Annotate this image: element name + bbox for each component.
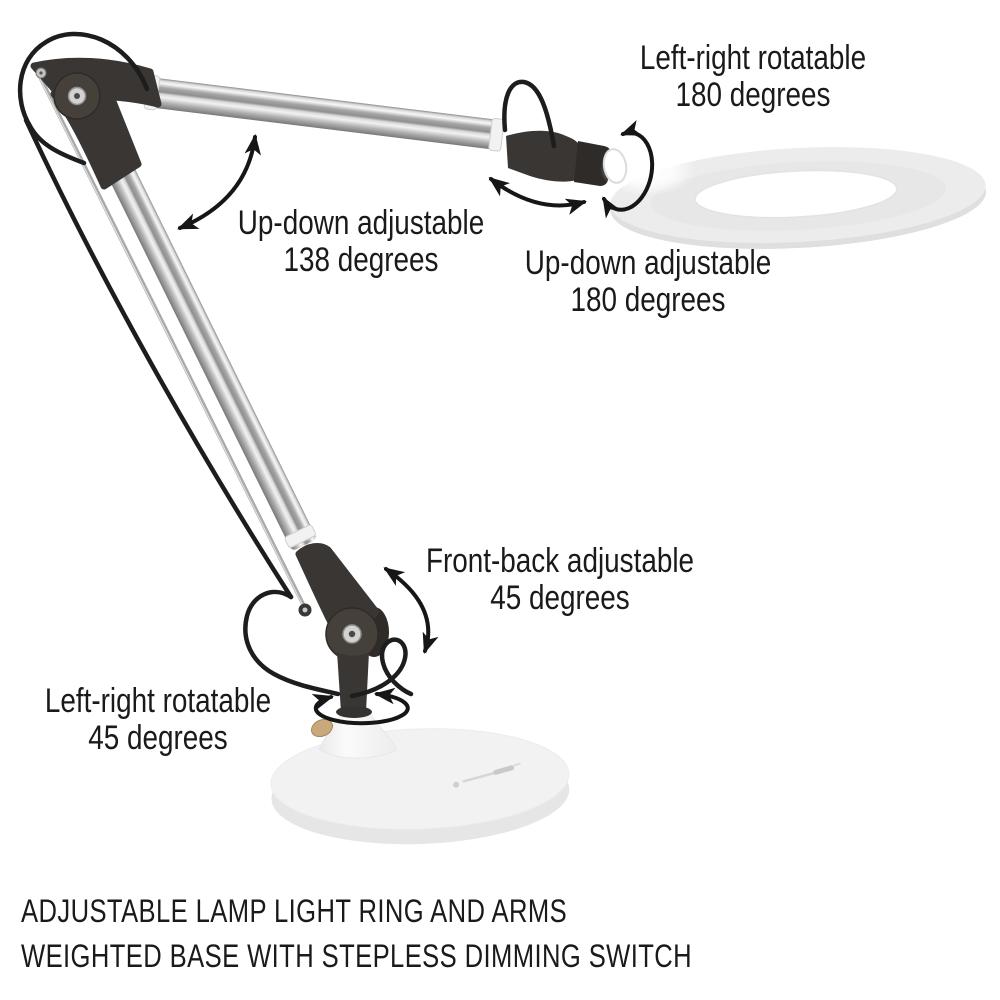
annotation-elbow-updown: Up-down adjustable 138 degrees bbox=[222, 205, 501, 279]
caption-line-2: WEIGHTED BASE WITH STEPLESS DIMMING SWIT… bbox=[21, 938, 693, 974]
annotation-line: 45 degrees bbox=[490, 579, 630, 617]
annotation-front-back: Front-back adjustable 45 degrees bbox=[421, 543, 700, 617]
base-rotation-45-arrow-icon bbox=[311, 687, 410, 726]
caption-line-1: ADJUSTABLE LAMP LIGHT RING AND ARMS bbox=[21, 893, 568, 929]
top-joint-screw-slot bbox=[74, 93, 80, 99]
head-rotation-180-arrow-icon bbox=[602, 120, 655, 219]
annotation-line: 45 degrees bbox=[88, 719, 228, 757]
dimming-switch[interactable] bbox=[452, 762, 521, 788]
annotation-line: Left-right rotatable bbox=[44, 682, 272, 720]
power-dot-icon[interactable] bbox=[453, 781, 460, 788]
annotation-base-rotation: Left-right rotatable 45 degrees bbox=[19, 683, 298, 757]
stem bbox=[337, 652, 369, 712]
annotation-line: Up-down adjustable bbox=[237, 204, 485, 242]
head-neck bbox=[506, 130, 583, 182]
tension-rod-highlight bbox=[37, 75, 307, 612]
annotation-line: 138 degrees bbox=[283, 241, 439, 279]
lamp-head-connector[interactable] bbox=[506, 130, 696, 196]
top-elbow-joint[interactable] bbox=[30, 57, 162, 190]
annotation-line: Left-right rotatable bbox=[639, 39, 867, 77]
annotation-arrows bbox=[177, 120, 655, 726]
light-ring bbox=[610, 147, 987, 249]
head-updown-180-arrow-icon bbox=[488, 177, 588, 215]
dimmer-end-mark bbox=[513, 762, 521, 767]
beak-screw-slot bbox=[39, 71, 43, 75]
tension-rod bbox=[38, 76, 309, 613]
cable-arm-run bbox=[23, 117, 294, 600]
dimmer-handle[interactable] bbox=[493, 765, 515, 775]
annotation-line: Front-back adjustable bbox=[425, 542, 695, 580]
lower-arm-tube bbox=[108, 163, 316, 550]
upper-arm-cap-right bbox=[488, 118, 505, 152]
lower-arm-cap-bottom bbox=[284, 524, 316, 548]
annotation-head-updown: Up-down adjustable 180 degrees bbox=[509, 245, 788, 319]
annotation-line: 180 degrees bbox=[675, 76, 831, 114]
annotation-line: Up-down adjustable bbox=[524, 244, 772, 282]
annotation-line: 180 degrees bbox=[570, 281, 726, 319]
lower-joint[interactable] bbox=[295, 543, 389, 718]
upper-arm bbox=[143, 74, 505, 152]
dimmer-knob[interactable] bbox=[309, 716, 336, 740]
power-cables bbox=[17, 31, 557, 699]
top-cable-loop bbox=[17, 31, 150, 166]
base-cone-mount bbox=[318, 713, 398, 759]
weighted-base bbox=[270, 728, 570, 845]
head-cable-loop bbox=[502, 79, 557, 149]
light-ring-hole bbox=[694, 169, 898, 219]
lower-cable-loop-left bbox=[243, 589, 341, 697]
updown-138-arrow-icon bbox=[177, 133, 262, 230]
rod-clamp-screw bbox=[302, 607, 308, 613]
stem-base-disc bbox=[336, 706, 372, 718]
annotation-head-rotation: Left-right rotatable 180 degrees bbox=[614, 40, 893, 114]
lower-joint-screw-slot bbox=[348, 630, 356, 638]
upper-arm-tube bbox=[148, 77, 501, 150]
frontback-45-arrow-icon bbox=[383, 567, 439, 654]
